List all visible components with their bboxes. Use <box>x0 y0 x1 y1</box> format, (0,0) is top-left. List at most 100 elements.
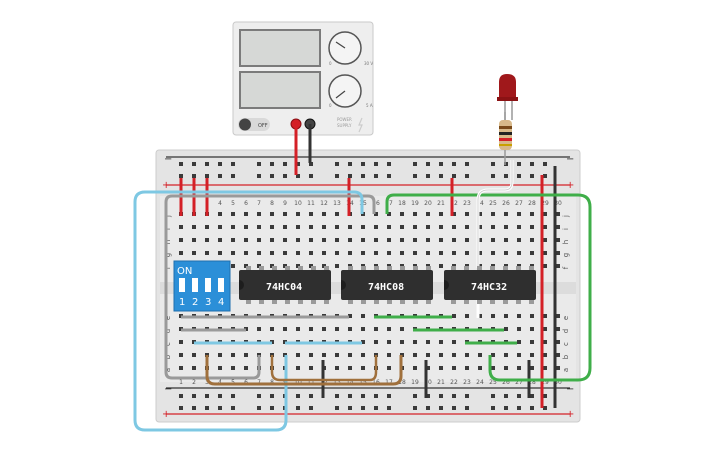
rail-hole[interactable] <box>231 174 235 178</box>
breadboard-hole[interactable] <box>192 238 196 242</box>
breadboard-hole[interactable] <box>309 366 313 370</box>
breadboard-hole[interactable] <box>231 251 235 255</box>
breadboard-hole[interactable] <box>335 251 339 255</box>
rail-hole[interactable] <box>517 174 521 178</box>
rail-hole[interactable] <box>205 162 209 166</box>
breadboard-hole[interactable] <box>179 251 183 255</box>
rail-hole[interactable] <box>504 394 508 398</box>
breadboard-hole[interactable] <box>452 340 456 344</box>
breadboard-hole[interactable] <box>478 225 482 229</box>
rail-hole[interactable] <box>179 174 183 178</box>
breadboard-hole[interactable] <box>244 366 248 370</box>
breadboard-hole[interactable] <box>400 340 404 344</box>
breadboard-hole[interactable] <box>517 340 521 344</box>
rail-hole[interactable] <box>530 174 534 178</box>
breadboard-hole[interactable] <box>205 238 209 242</box>
rail-hole[interactable] <box>491 394 495 398</box>
breadboard-hole[interactable] <box>348 251 352 255</box>
rail-hole[interactable] <box>465 406 469 410</box>
rail-hole[interactable] <box>192 162 196 166</box>
rail-hole[interactable] <box>426 162 430 166</box>
breadboard-hole[interactable] <box>218 366 222 370</box>
breadboard-hole[interactable] <box>543 314 547 318</box>
breadboard-hole[interactable] <box>270 225 274 229</box>
breadboard-hole[interactable] <box>465 212 469 216</box>
dip-switch[interactable]: ON 1 2 3 4 <box>173 260 231 312</box>
breadboard-hole[interactable] <box>283 238 287 242</box>
rail-hole[interactable] <box>270 162 274 166</box>
rail-hole[interactable] <box>218 162 222 166</box>
dip-toggle-2[interactable] <box>192 278 198 292</box>
breadboard-hole[interactable] <box>309 251 313 255</box>
breadboard-hole[interactable] <box>361 238 365 242</box>
rail-hole[interactable] <box>361 406 365 410</box>
breadboard-hole[interactable] <box>530 212 534 216</box>
rail-hole[interactable] <box>361 174 365 178</box>
rail-hole[interactable] <box>192 174 196 178</box>
breadboard-hole[interactable] <box>413 225 417 229</box>
rail-hole[interactable] <box>296 394 300 398</box>
breadboard-hole[interactable] <box>504 251 508 255</box>
rail-hole[interactable] <box>270 406 274 410</box>
breadboard-hole[interactable] <box>387 353 391 357</box>
breadboard-hole[interactable] <box>413 251 417 255</box>
rail-hole[interactable] <box>452 162 456 166</box>
breadboard-hole[interactable] <box>192 353 196 357</box>
rail-hole[interactable] <box>218 406 222 410</box>
rail-hole[interactable] <box>439 162 443 166</box>
rail-hole[interactable] <box>426 394 430 398</box>
breadboard-hole[interactable] <box>530 327 534 331</box>
breadboard-hole[interactable] <box>478 212 482 216</box>
breadboard-hole[interactable] <box>322 238 326 242</box>
breadboard-hole[interactable] <box>543 340 547 344</box>
breadboard-hole[interactable] <box>179 353 183 357</box>
rail-hole[interactable] <box>257 406 261 410</box>
rail-hole[interactable] <box>231 406 235 410</box>
gray-wire-loop[interactable] <box>164 194 376 380</box>
breadboard-hole[interactable] <box>556 340 560 344</box>
rail-hole[interactable] <box>517 394 521 398</box>
breadboard-hole[interactable] <box>322 251 326 255</box>
rail-hole[interactable] <box>179 406 183 410</box>
led[interactable] <box>497 74 518 120</box>
breadboard-hole[interactable] <box>491 366 495 370</box>
breadboard-hole[interactable] <box>361 340 365 344</box>
breadboard-hole[interactable] <box>556 251 560 255</box>
breadboard-hole[interactable] <box>439 353 443 357</box>
breadboard-hole[interactable] <box>556 225 560 229</box>
breadboard-hole[interactable] <box>192 366 196 370</box>
breadboard-hole[interactable] <box>530 251 534 255</box>
breadboard-hole[interactable] <box>452 314 456 318</box>
rail-hole[interactable] <box>530 162 534 166</box>
rail-hole[interactable] <box>530 394 534 398</box>
rail-hole[interactable] <box>413 174 417 178</box>
rail-hole[interactable] <box>192 406 196 410</box>
rail-hole[interactable] <box>309 406 313 410</box>
dip-toggle-3[interactable] <box>205 278 211 292</box>
breadboard-hole[interactable] <box>504 353 508 357</box>
breadboard-hole[interactable] <box>478 366 482 370</box>
breadboard-hole[interactable] <box>413 340 417 344</box>
rail-hole[interactable] <box>452 174 456 178</box>
breadboard-hole[interactable] <box>400 251 404 255</box>
breadboard-hole[interactable] <box>361 251 365 255</box>
rail-hole[interactable] <box>257 162 261 166</box>
breadboard-hole[interactable] <box>413 212 417 216</box>
breadboard-hole[interactable] <box>400 238 404 242</box>
breadboard-hole[interactable] <box>361 353 365 357</box>
rail-hole[interactable] <box>452 406 456 410</box>
chip-74hc32[interactable]: 74HC32 <box>444 270 536 300</box>
breadboard-hole[interactable] <box>231 366 235 370</box>
breadboard-hole[interactable] <box>283 251 287 255</box>
breadboard-hole[interactable] <box>530 353 534 357</box>
breadboard-hole[interactable] <box>465 314 469 318</box>
breadboard-hole[interactable] <box>244 251 248 255</box>
breadboard-hole[interactable] <box>426 353 430 357</box>
rail-hole[interactable] <box>361 162 365 166</box>
breadboard-hole[interactable] <box>270 238 274 242</box>
breadboard-hole[interactable] <box>231 225 235 229</box>
breadboard-hole[interactable] <box>309 225 313 229</box>
rail-hole[interactable] <box>205 174 209 178</box>
breadboard-hole[interactable] <box>387 327 391 331</box>
